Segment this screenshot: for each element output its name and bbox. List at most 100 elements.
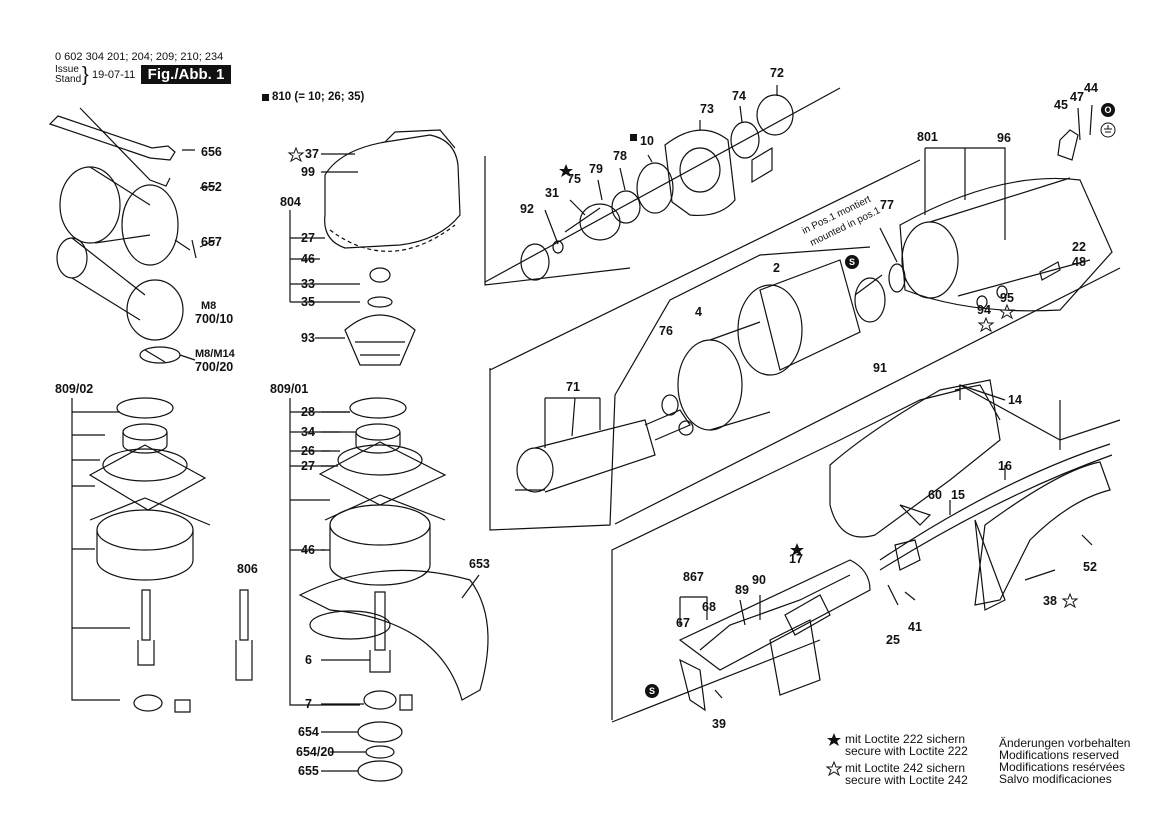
part-label: 33 (301, 277, 315, 291)
part-label: 31 (545, 186, 559, 200)
part-label: 73 (700, 102, 714, 116)
part-label: 15 (951, 488, 965, 502)
part-label: 2 (773, 261, 780, 275)
part-label: 99 (301, 165, 315, 179)
part-label: 14 (1008, 393, 1022, 407)
part-label: 656 (201, 145, 222, 159)
issue-date: 19-07-11 (92, 69, 136, 81)
part-label: 17 (789, 552, 803, 566)
open-star-icon (825, 760, 843, 777)
part-label: 806 (237, 562, 258, 576)
svg-text:S: S (849, 257, 855, 267)
part-label: 79 (589, 162, 603, 176)
svg-text:S: S (649, 686, 655, 696)
part-label: 39 (712, 717, 726, 731)
part-label: 47 (1070, 90, 1084, 104)
part-label: 801 (917, 130, 938, 144)
part-label: 91 (873, 361, 887, 375)
star-icon (559, 164, 573, 177)
part-label: 71 (566, 380, 580, 394)
stand-label: Stand (55, 74, 82, 85)
loctite222-de: mit Loctite 222 sichern (845, 732, 966, 746)
part-label: 7 (305, 697, 312, 711)
part-label: M8/M14 (195, 348, 235, 360)
loctite242-de: mit Loctite 242 sichern (845, 761, 966, 775)
part-label: 96 (997, 131, 1011, 145)
part-label: 41 (908, 620, 922, 634)
part-label: 26 (301, 444, 315, 458)
part-label: 74 (732, 89, 746, 103)
part-label: 27 (301, 459, 315, 473)
part-label: 653 (469, 557, 490, 571)
part-label: 867 (683, 570, 704, 584)
part-label: 654 (298, 725, 319, 739)
part-label: 4 (695, 305, 702, 319)
part-label: 45 (1054, 98, 1068, 112)
part-label: 804 (280, 195, 301, 209)
part-label: 67 (676, 616, 690, 630)
part-label: 60 (928, 488, 942, 502)
loctite242-en: secure with Loctite 242 (845, 773, 968, 787)
part-label: 72 (770, 66, 784, 80)
notice-en: Modifications reserved (999, 748, 1120, 762)
part-label: 94 (977, 303, 991, 317)
part-label: 44 (1084, 81, 1098, 95)
part-label: M8 (201, 300, 217, 312)
square-marker-icon (262, 94, 269, 101)
notice-fr: Modifications resérvées (999, 760, 1126, 774)
star-icon (827, 733, 841, 746)
open-star-icon (1061, 592, 1079, 609)
part-label: 700/20 (195, 360, 234, 374)
open-star-icon (977, 316, 995, 333)
part-label: 22 (1072, 240, 1086, 254)
issue-label: Issue (55, 64, 79, 75)
part-label: 652 (201, 180, 222, 194)
part-label: 68 (702, 600, 716, 614)
part-label: 6 (305, 653, 312, 667)
part-label: 48 (1072, 255, 1086, 269)
star-icon (790, 543, 804, 556)
part-label: 27 (301, 231, 315, 245)
open-star-icon (998, 303, 1016, 320)
part-label: 77 (880, 198, 894, 212)
loctite222-en: secure with Loctite 222 (845, 744, 968, 758)
part-numbers: 0 602 304 201; 204; 209; 210; 234 (55, 51, 224, 63)
part-label: 657 (201, 235, 222, 249)
kit-label: 810 (= 10; 26; 35) (272, 91, 365, 103)
issue-brace: } (82, 64, 89, 86)
part-label: 35 (301, 295, 315, 309)
notice-es: Salvo modificaciones (999, 772, 1112, 786)
part-label: 75 (567, 172, 581, 186)
part-label: 76 (659, 324, 673, 338)
part-label: 52 (1083, 560, 1097, 574)
o-circle-icon (1101, 103, 1115, 117)
part-label: 92 (520, 202, 534, 216)
ground-icon (1100, 122, 1116, 138)
open-star-icon (287, 146, 305, 163)
part-label: 34 (301, 425, 315, 439)
figure-label: Fig./Abb. 1 (141, 65, 231, 84)
square-marker-icon (630, 134, 637, 141)
part-label: 700/10 (195, 312, 234, 326)
part-label: 38 (1043, 594, 1057, 608)
part-label: 95 (1000, 291, 1014, 305)
part-label: 655 (298, 764, 319, 778)
part-label: 37 (305, 147, 319, 161)
s-circle-icon (645, 684, 659, 698)
part-label: 89 (735, 583, 749, 597)
part-label: 654/20 (296, 745, 335, 759)
notice-de: Änderungen vorbehalten (999, 736, 1131, 750)
svg-text:O: O (1104, 105, 1111, 115)
part-label: 16 (998, 459, 1012, 473)
part-label: 809/02 (55, 382, 94, 396)
part-label: 90 (752, 573, 766, 587)
s-circle-icon (845, 255, 859, 269)
part-label: 78 (613, 149, 627, 163)
part-label: 10 (640, 134, 654, 148)
part-label: 46 (301, 252, 315, 266)
part-label: 46 (301, 543, 315, 557)
part-label: 28 (301, 405, 315, 419)
part-label: 809/01 (270, 382, 309, 396)
part-label: 25 (886, 633, 900, 647)
